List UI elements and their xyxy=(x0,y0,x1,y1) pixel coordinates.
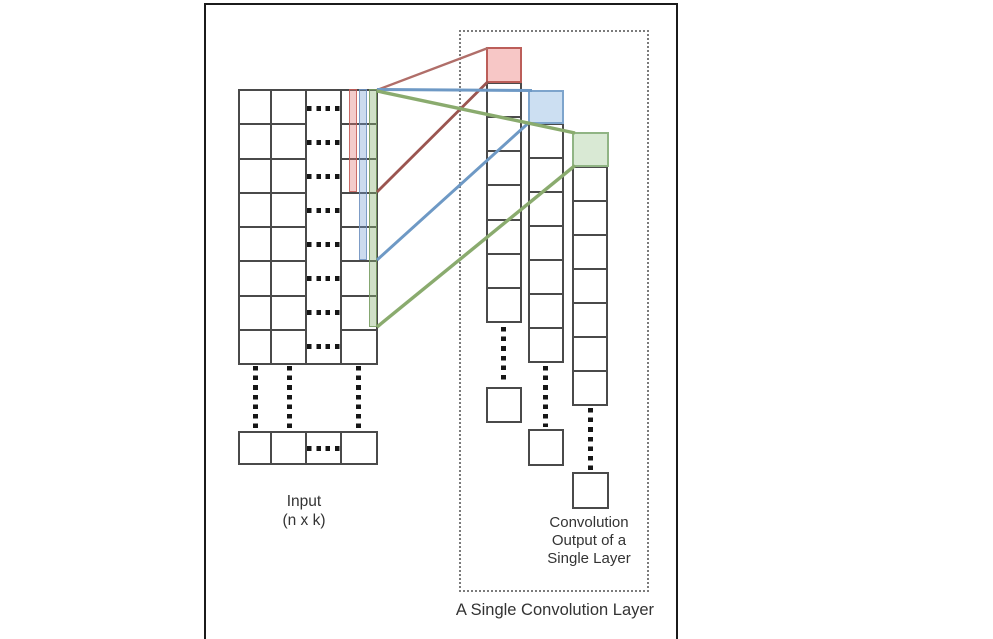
grid-cell xyxy=(574,338,606,372)
grid-cell xyxy=(307,329,340,363)
grid-cell xyxy=(488,186,520,221)
red-feature-map-column xyxy=(486,82,522,323)
grid-cell xyxy=(307,125,340,159)
grid-cell xyxy=(530,295,562,329)
grid-cell xyxy=(342,262,376,297)
input-label-line2: (n x k) xyxy=(282,512,326,529)
red-output-cell xyxy=(486,47,522,83)
grid-cell xyxy=(530,261,562,295)
grid-cell xyxy=(240,125,270,160)
grid-cell xyxy=(240,262,270,297)
output-label-line1: Convolution xyxy=(549,514,629,531)
grid-cell xyxy=(307,261,340,295)
output-label-line3: Single Layer xyxy=(547,550,631,567)
input-continuation-dots xyxy=(356,366,361,429)
grid-cell xyxy=(342,331,376,363)
grid-cell xyxy=(574,202,606,236)
input-continuation-dots xyxy=(253,366,258,429)
red-continuation-dots xyxy=(501,327,506,384)
green-last-cell xyxy=(572,472,609,509)
grid-cell xyxy=(240,91,270,126)
grid-cell xyxy=(307,159,340,193)
input-label-line1: Input xyxy=(286,493,322,510)
grid-cell xyxy=(574,304,606,338)
blue-feature-map-column xyxy=(528,123,564,363)
convolution-output-label: Convolution Output of a Single Layer xyxy=(514,514,664,568)
grid-cell xyxy=(574,168,606,202)
green-feature-map-column xyxy=(572,166,608,406)
grid-cell xyxy=(342,433,376,463)
output-label-line2: Output of a xyxy=(551,532,627,549)
grid-cell xyxy=(272,433,307,463)
input-matrix xyxy=(238,89,378,365)
grid-cell xyxy=(272,160,305,194)
grid-cell xyxy=(530,193,562,227)
grid-cell xyxy=(240,433,272,463)
grid-cell xyxy=(240,194,270,228)
input-bottom-row xyxy=(238,431,378,465)
grid-cell xyxy=(307,227,340,261)
grid-cell xyxy=(272,297,305,331)
grid-cell xyxy=(488,152,520,187)
grid-cell xyxy=(574,372,606,404)
grid-cell xyxy=(488,118,520,153)
blue-filter-window xyxy=(359,89,367,260)
grid-cell xyxy=(272,91,305,126)
grid-cell xyxy=(488,84,520,119)
single-convolution-layer-caption: A Single Convolution Layer xyxy=(455,601,655,619)
grid-cell xyxy=(488,255,520,289)
input-ellipsis-column xyxy=(307,91,342,363)
grid-cell xyxy=(272,125,305,160)
blue-continuation-dots xyxy=(543,366,548,427)
grid-cell xyxy=(342,228,376,263)
blue-last-cell xyxy=(528,429,564,466)
grid-cell xyxy=(530,125,562,159)
grid-cell xyxy=(574,270,606,304)
green-continuation-dots xyxy=(588,408,593,470)
grid-cell xyxy=(488,221,520,255)
grid-cell xyxy=(272,194,305,228)
input-column-2 xyxy=(272,91,307,363)
input-label: Input (n x k) xyxy=(239,492,369,530)
grid-cell xyxy=(530,227,562,261)
green-output-cell xyxy=(572,132,609,167)
grid-cell xyxy=(307,193,340,227)
grid-cell xyxy=(530,159,562,193)
input-column-1 xyxy=(240,91,272,363)
grid-cell xyxy=(240,331,270,363)
grid-cell xyxy=(240,160,270,194)
grid-cell xyxy=(272,262,305,297)
ellipsis-cell xyxy=(307,433,342,463)
red-filter-window xyxy=(349,89,357,192)
input-continuation-dots xyxy=(287,366,292,429)
grid-cell xyxy=(272,331,305,363)
red-last-cell xyxy=(486,387,522,423)
grid-cell xyxy=(574,236,606,270)
green-filter-window xyxy=(369,89,377,327)
grid-cell xyxy=(307,295,340,329)
grid-cell xyxy=(240,297,270,331)
grid-cell xyxy=(272,228,305,263)
grid-cell xyxy=(307,91,340,125)
grid-cell xyxy=(488,289,520,321)
grid-cell xyxy=(530,329,562,361)
grid-cell xyxy=(342,297,376,331)
grid-cell xyxy=(240,228,270,263)
blue-output-cell xyxy=(528,90,564,124)
